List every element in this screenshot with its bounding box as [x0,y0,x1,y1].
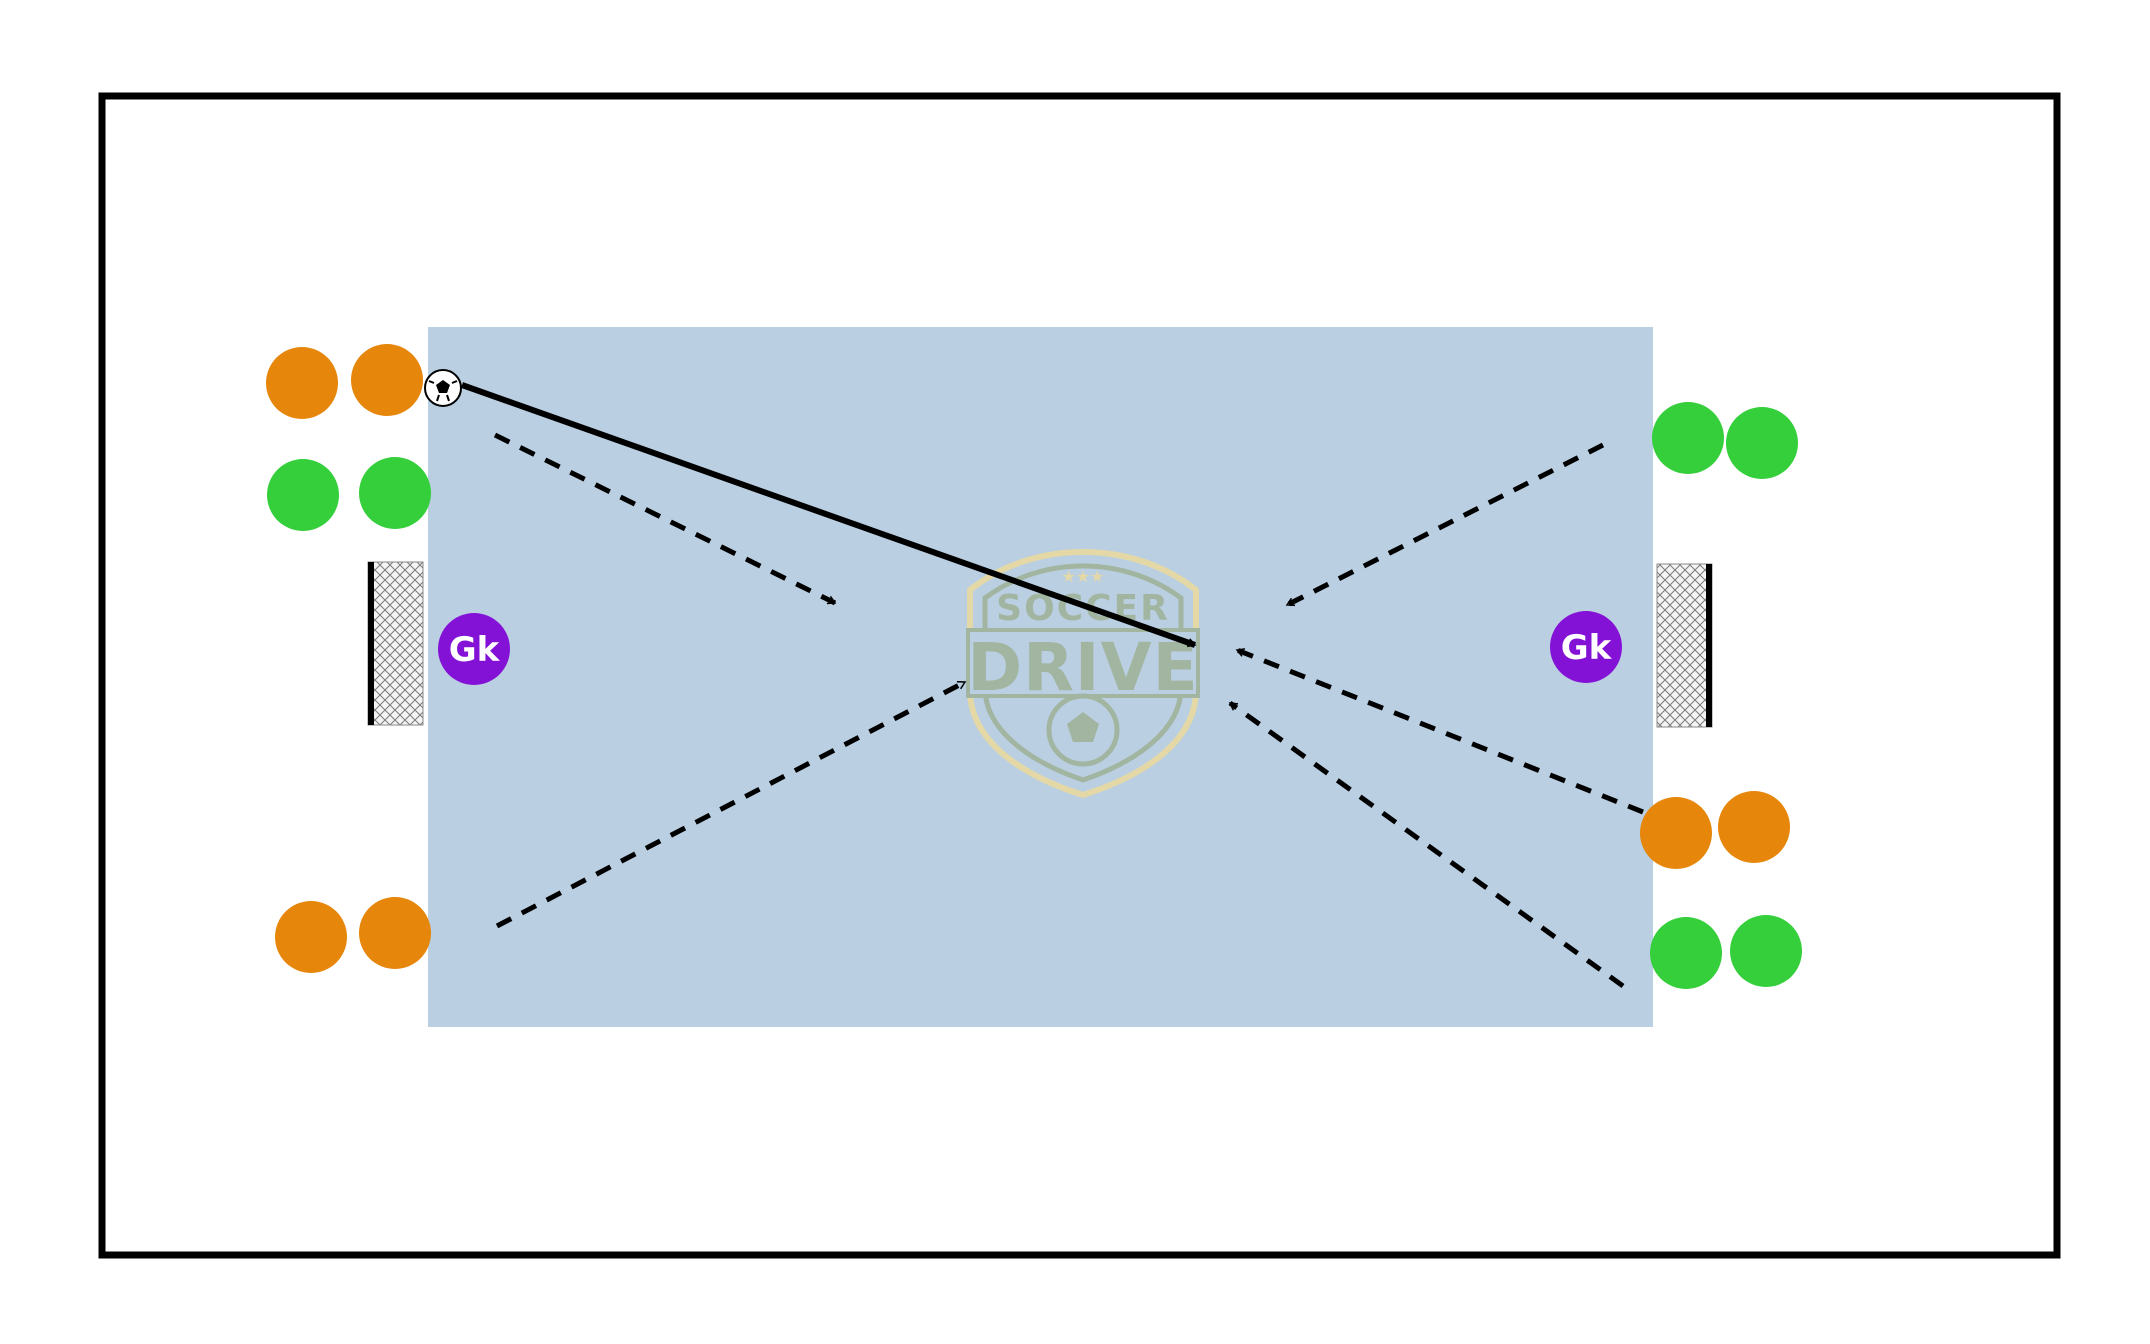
logo-line2: DRIVE [967,629,1198,706]
run-arrow-left-bottom [495,679,967,929]
player-green [359,457,431,529]
goal-net-icon [1656,563,1713,728]
goalkeeper-left: Gk [438,613,510,685]
pass-arrow [460,382,1197,648]
player-orange [266,347,338,419]
goalkeeper-label: Gk [449,630,501,670]
logo-ball-icon [1046,693,1120,767]
player-orange [275,901,347,973]
goal-left [367,561,424,726]
logo-line1: SOCCER [996,588,1170,629]
logo-stars: ★★★ [1061,567,1104,586]
player-orange [351,344,423,416]
player-orange [359,897,431,969]
run-arrow-right-bottom [1228,700,1625,989]
player-green [1726,407,1798,479]
goal-right [1656,563,1713,728]
player-green [1730,915,1802,987]
player-orange [1640,797,1712,869]
goal-net-icon [367,561,424,726]
player-orange [1718,791,1790,863]
player-green [1652,402,1724,474]
soccer-ball-icon [424,369,462,407]
run-arrow-right-middle [1235,647,1644,815]
player-green [267,459,339,531]
goalkeeper-right: Gk [1550,611,1622,683]
player-green [1650,917,1722,989]
goalkeeper-label: Gk [1561,628,1613,668]
run-arrow-right-top [1285,442,1605,608]
soccer-drive-logo: ★★★ SOCCER DRIVE [966,548,1200,799]
run-arrow-left-top [493,432,837,606]
